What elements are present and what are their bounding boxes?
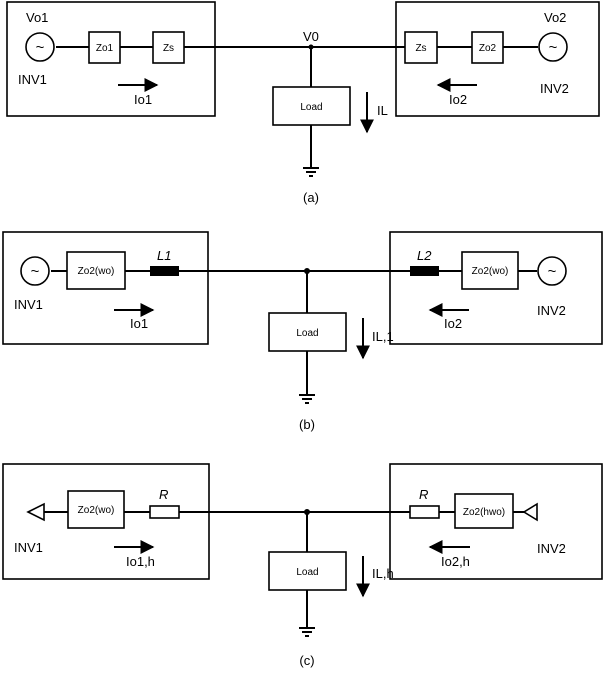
harmonic-source-right-icon — [522, 502, 538, 522]
panel-b: ~ ~ Zo2(wo) Zo2(wo) L1 L2 INV1 INV2 Io1 … — [2, 231, 603, 432]
ac-source-icon — [25, 32, 55, 62]
impedance-label: Zo2(wo) — [78, 266, 115, 277]
resistor-label: R — [419, 487, 428, 502]
resistor-right — [409, 505, 440, 519]
current-label: Io1,h — [126, 554, 155, 569]
ground-icon — [303, 167, 319, 177]
ac-source-icon — [537, 256, 567, 286]
bus-voltage-label: V0 — [303, 29, 319, 44]
voltage-label: Vo1 — [26, 10, 48, 25]
impedance-zs — [152, 31, 185, 64]
current-label: Io1 — [130, 316, 148, 331]
inductor-label: L1 — [157, 248, 171, 263]
load-label: Load — [296, 328, 318, 339]
panel-caption: (c) — [299, 653, 314, 668]
inv2-frame — [389, 231, 603, 345]
load-box — [268, 551, 347, 591]
inverter-label: INV1 — [14, 540, 43, 555]
ac-source-icon — [20, 256, 50, 286]
impedance-label: Zo2 — [479, 43, 497, 54]
load-label: Load — [300, 102, 322, 113]
load-box — [272, 86, 351, 126]
voltage-label: Vo2 — [544, 10, 566, 25]
impedance-label: Zo1 — [96, 43, 114, 54]
current-label: IL,1 — [372, 329, 394, 344]
inv1-frame — [2, 463, 210, 580]
inductor-l1 — [150, 266, 179, 276]
sine-glyph: ~ — [549, 39, 558, 56]
load-box — [268, 312, 347, 352]
impedance-box — [454, 493, 514, 529]
impedance-label: Zs — [415, 43, 426, 54]
impedance-label: Zo2(hwo) — [463, 507, 505, 518]
inverter-label: INV2 — [540, 81, 569, 96]
current-label: Io2 — [449, 92, 467, 107]
inverter-label: INV1 — [18, 72, 47, 87]
sine-glyph: ~ — [36, 39, 45, 56]
ac-source-icon — [538, 32, 568, 62]
harmonic-source-left-icon — [26, 502, 45, 522]
impedance-label: Zo2(wo) — [472, 266, 509, 277]
inv1-frame — [2, 231, 209, 345]
impedance-zo1 — [88, 31, 121, 64]
impedance-label: Zo2(wo) — [78, 505, 115, 516]
impedance-box — [461, 251, 519, 290]
inv2-frame — [395, 1, 600, 117]
current-label: Io1 — [134, 92, 152, 107]
sine-glyph: ~ — [548, 263, 557, 280]
impedance-label: Zs — [163, 43, 174, 54]
panel-caption: (b) — [299, 417, 315, 432]
inv1-frame — [6, 1, 216, 117]
inverter-label: INV2 — [537, 303, 566, 318]
impedance-box — [67, 490, 125, 529]
inv2-frame — [389, 463, 603, 580]
resistor-left — [149, 505, 180, 519]
inverter-label: INV1 — [14, 297, 43, 312]
current-label: Io2,h — [441, 554, 470, 569]
impedance-zs — [404, 31, 438, 64]
impedance-zo2 — [471, 31, 504, 64]
resistor-label: R — [159, 487, 168, 502]
sine-glyph: ~ — [31, 263, 40, 280]
current-label: IL — [377, 103, 388, 118]
current-label: Io2 — [444, 316, 462, 331]
panel-caption: (a) — [303, 190, 319, 205]
ground-icon — [299, 394, 315, 404]
inverter-label: INV2 — [537, 541, 566, 556]
current-label: IL,h — [372, 566, 394, 581]
panel-c: Zo2(wo) Zo2(hwo) R R INV1 INV2 Io1,h Io2… — [2, 463, 603, 668]
ground-icon — [299, 627, 315, 637]
panel-a: ~ ~ Zo1 Zs Zs Zo2 Vo1 Vo2 INV1 INV2 V0 I… — [6, 1, 600, 205]
inductor-label: L2 — [417, 248, 432, 263]
load-label: Load — [296, 567, 318, 578]
inductor-l2 — [410, 266, 439, 276]
impedance-box — [66, 251, 126, 290]
